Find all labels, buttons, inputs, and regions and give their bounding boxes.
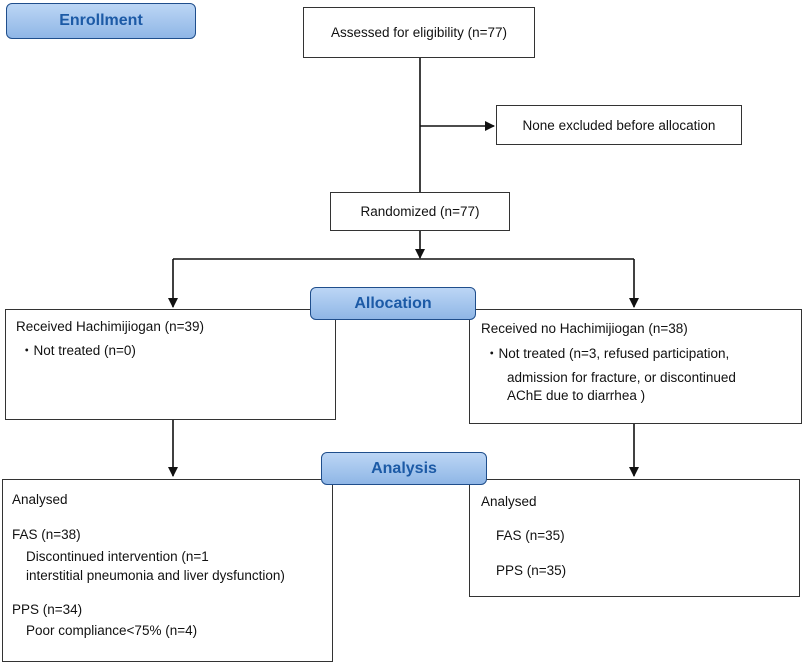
not-received-line2: admission for fracture, or discontinued (507, 370, 736, 385)
excluded-box: None excluded before allocation (496, 105, 742, 145)
phase-analysis: Analysis (321, 452, 487, 485)
not-received-title: Received no Hachimijiogan (n=38) (481, 321, 688, 336)
not-received-line1: ・Not treated (n=3, refused participation… (485, 346, 730, 361)
analysed-left-pps-detail: Poor compliance<75% (n=4) (26, 623, 198, 638)
not-received-line3: AChE due to diarrhea ) (507, 388, 646, 403)
analysed-left-fas-detail2: interstitial pneumonia and liver dysfunc… (26, 568, 285, 583)
analysed-left-fas-detail1: Discontinued intervention (n=1 (26, 549, 209, 564)
excluded-label: None excluded before allocation (522, 117, 716, 133)
analysed-left-box: Analysed FAS (n=38) Discontinued interve… (2, 479, 333, 662)
assessed-eligibility-label: Assessed for eligibility (n=77) (331, 25, 507, 40)
phase-enrollment: Enrollment (6, 3, 196, 39)
received-title: Received Hachimijiogan (n=39) (16, 319, 204, 334)
analysed-right-pps: PPS (n=35) (496, 563, 567, 578)
analysed-right-box: Analysed FAS (n=35) PPS (n=35) (469, 479, 800, 597)
assessed-eligibility-box: Assessed for eligibility (n=77) (303, 7, 535, 58)
randomized-box: Randomized (n=77) (330, 192, 510, 231)
received-intervention-box: Received Hachimijiogan (n=39) ・Not treat… (5, 309, 336, 420)
analysed-left-pps: PPS (n=34) (12, 602, 83, 617)
analysed-right-title: Analysed (481, 494, 537, 509)
analysed-left-title: Analysed (12, 492, 68, 507)
analysed-left-fas: FAS (n=38) (12, 527, 81, 542)
phase-allocation: Allocation (310, 287, 476, 320)
analysed-right-fas: FAS (n=35) (496, 528, 565, 543)
randomized-label: Randomized (n=77) (360, 204, 480, 219)
not-received-intervention-box: Received no Hachimijiogan (n=38) ・Not tr… (469, 309, 802, 424)
received-not-treated: ・Not treated (n=0) (20, 343, 136, 358)
